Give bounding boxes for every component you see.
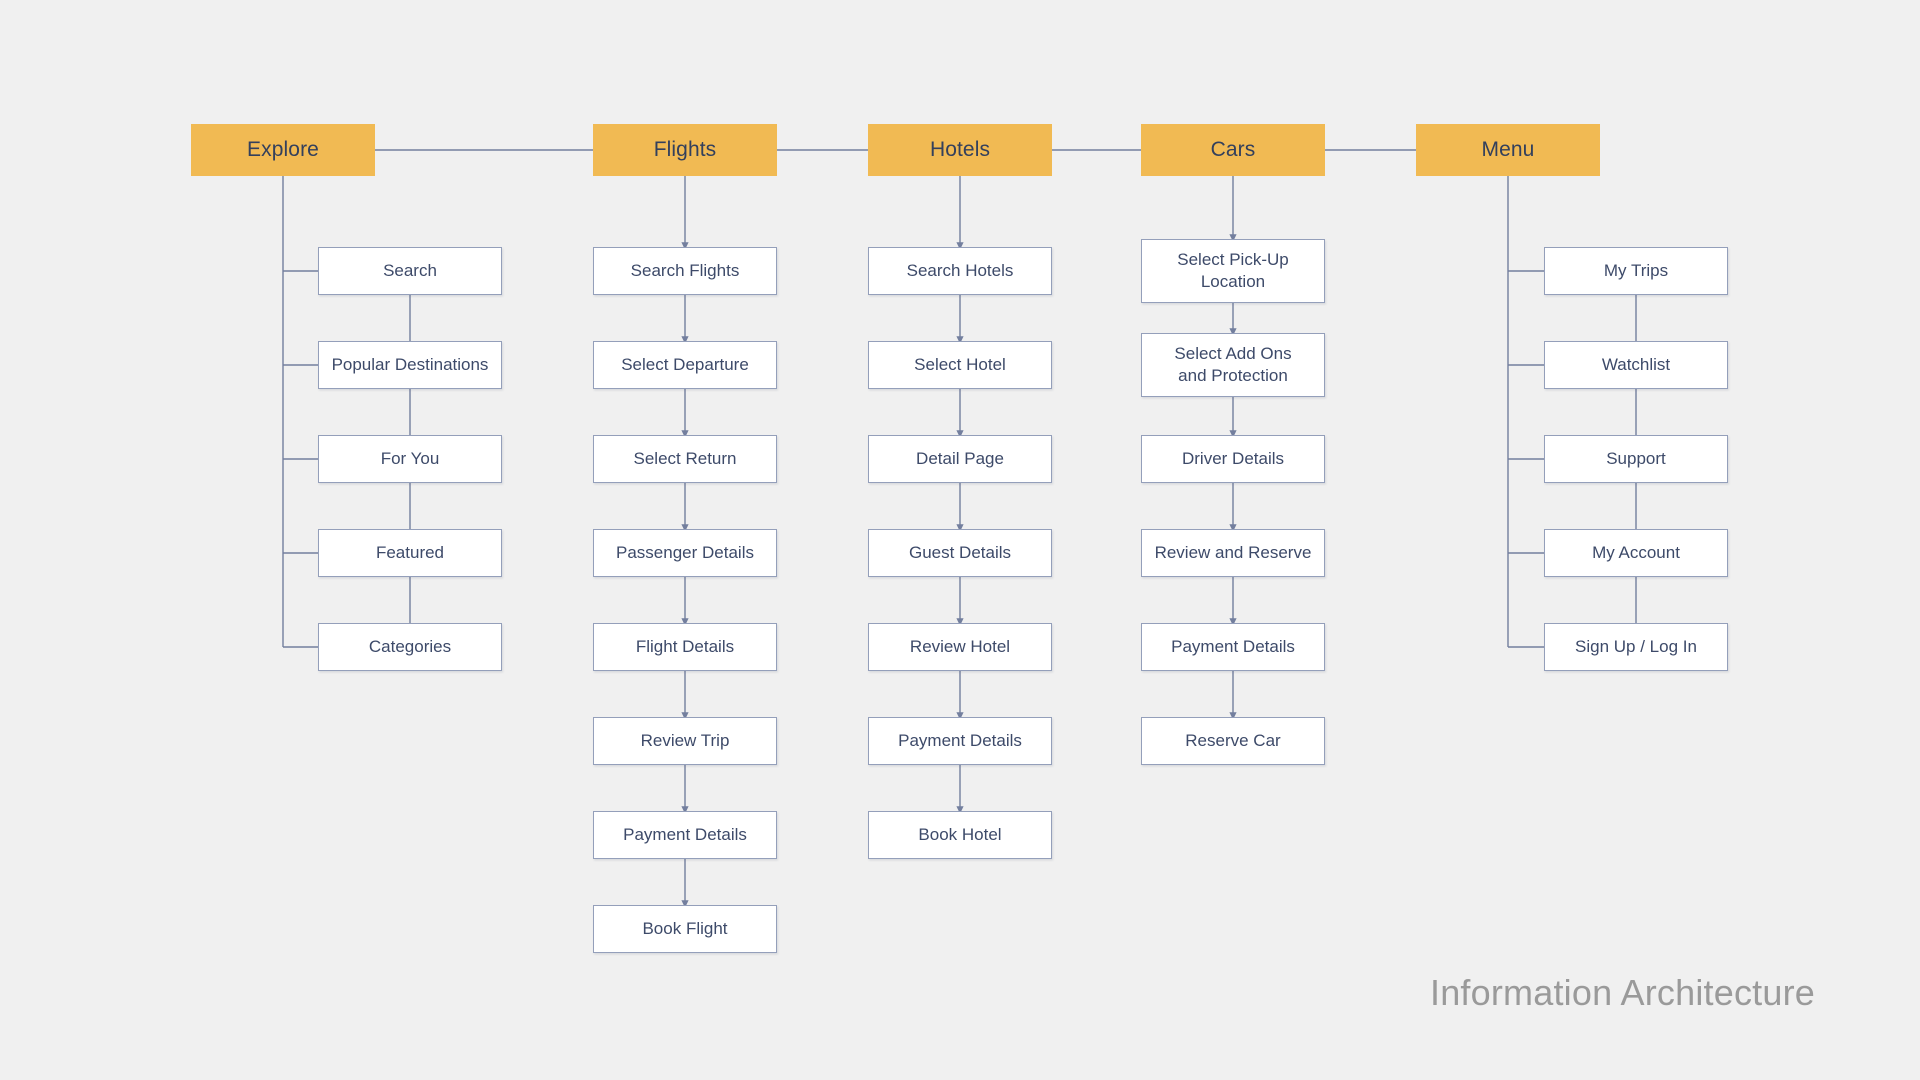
node-label: Flights xyxy=(653,137,717,161)
node-label: Select Departure xyxy=(621,355,749,375)
step-flights-3[interactable]: Select Return xyxy=(593,435,777,483)
node-label: Support xyxy=(1606,449,1666,469)
node-label: Book Hotel xyxy=(918,825,1002,845)
step-menu-1[interactable]: My Trips xyxy=(1544,247,1728,295)
node-label: Payment Details xyxy=(623,825,747,845)
node-label: Hotels xyxy=(929,137,991,161)
node-label: Reserve Car xyxy=(1185,731,1281,751)
node-label: Categories xyxy=(368,637,452,657)
node-label: Menu xyxy=(1481,137,1535,161)
step-flights-8[interactable]: Book Flight xyxy=(593,905,777,953)
step-menu-5[interactable]: Sign Up / Log In xyxy=(1544,623,1728,671)
column-header-flights[interactable]: Flights xyxy=(593,124,777,176)
node-label: Sign Up / Log In xyxy=(1575,637,1697,657)
column-header-hotels[interactable]: Hotels xyxy=(868,124,1052,176)
step-flights-1[interactable]: Search Flights xyxy=(593,247,777,295)
step-menu-4[interactable]: My Account xyxy=(1544,529,1728,577)
node-label: My Trips xyxy=(1603,261,1669,281)
node-label: Flight Details xyxy=(635,637,735,657)
node-label: Driver Details xyxy=(1181,449,1285,469)
step-hotels-6[interactable]: Payment Details xyxy=(868,717,1052,765)
page-title: Information Architecture xyxy=(1430,972,1815,1013)
step-hotels-3[interactable]: Detail Page xyxy=(868,435,1052,483)
node-label: For You xyxy=(380,449,440,469)
column-header-explore[interactable]: Explore xyxy=(191,124,375,176)
step-flights-5[interactable]: Flight Details xyxy=(593,623,777,671)
node-label: Search Hotels xyxy=(906,261,1014,281)
node-label: Explore xyxy=(247,137,319,161)
node-label: Search Flights xyxy=(630,261,740,281)
step-hotels-7[interactable]: Book Hotel xyxy=(868,811,1052,859)
step-flights-6[interactable]: Review Trip xyxy=(593,717,777,765)
step-flights-2[interactable]: Select Departure xyxy=(593,341,777,389)
node-label: Watchlist xyxy=(1601,355,1671,375)
step-hotels-2[interactable]: Select Hotel xyxy=(868,341,1052,389)
node-label: Review and Reserve xyxy=(1154,543,1312,563)
step-explore-4[interactable]: Featured xyxy=(318,529,502,577)
step-cars-6[interactable]: Reserve Car xyxy=(1141,717,1325,765)
step-menu-2[interactable]: Watchlist xyxy=(1544,341,1728,389)
node-label: Guest Details xyxy=(908,543,1012,563)
node-label: Featured xyxy=(375,543,445,563)
node-label: Detail Page xyxy=(916,449,1004,469)
node-label: Select Return xyxy=(633,449,737,469)
node-label: Search xyxy=(383,261,437,281)
node-label: Payment Details xyxy=(1171,637,1295,657)
step-flights-4[interactable]: Passenger Details xyxy=(593,529,777,577)
node-label: Payment Details xyxy=(898,731,1022,751)
step-menu-3[interactable]: Support xyxy=(1544,435,1728,483)
step-cars-5[interactable]: Payment Details xyxy=(1141,623,1325,671)
node-label: Popular Destinations xyxy=(331,355,489,375)
node-label: Review Hotel xyxy=(909,637,1011,657)
step-hotels-1[interactable]: Search Hotels xyxy=(868,247,1052,295)
step-explore-2[interactable]: Popular Destinations xyxy=(318,341,502,389)
step-hotels-4[interactable]: Guest Details xyxy=(868,529,1052,577)
node-label: Select Hotel xyxy=(914,355,1006,375)
step-explore-3[interactable]: For You xyxy=(318,435,502,483)
step-explore-5[interactable]: Categories xyxy=(318,623,502,671)
step-explore-1[interactable]: Search xyxy=(318,247,502,295)
node-label: Review Trip xyxy=(640,731,730,751)
column-header-cars[interactable]: Cars xyxy=(1141,124,1325,176)
step-cars-3[interactable]: Driver Details xyxy=(1141,435,1325,483)
node-label: My Account xyxy=(1592,543,1680,563)
step-flights-7[interactable]: Payment Details xyxy=(593,811,777,859)
node-label: Book Flight xyxy=(642,919,728,939)
node-label: Passenger Details xyxy=(616,543,754,563)
step-hotels-5[interactable]: Review Hotel xyxy=(868,623,1052,671)
node-label: Cars xyxy=(1210,137,1256,161)
step-cars-4[interactable]: Review and Reserve xyxy=(1141,529,1325,577)
column-header-menu[interactable]: Menu xyxy=(1416,124,1600,176)
